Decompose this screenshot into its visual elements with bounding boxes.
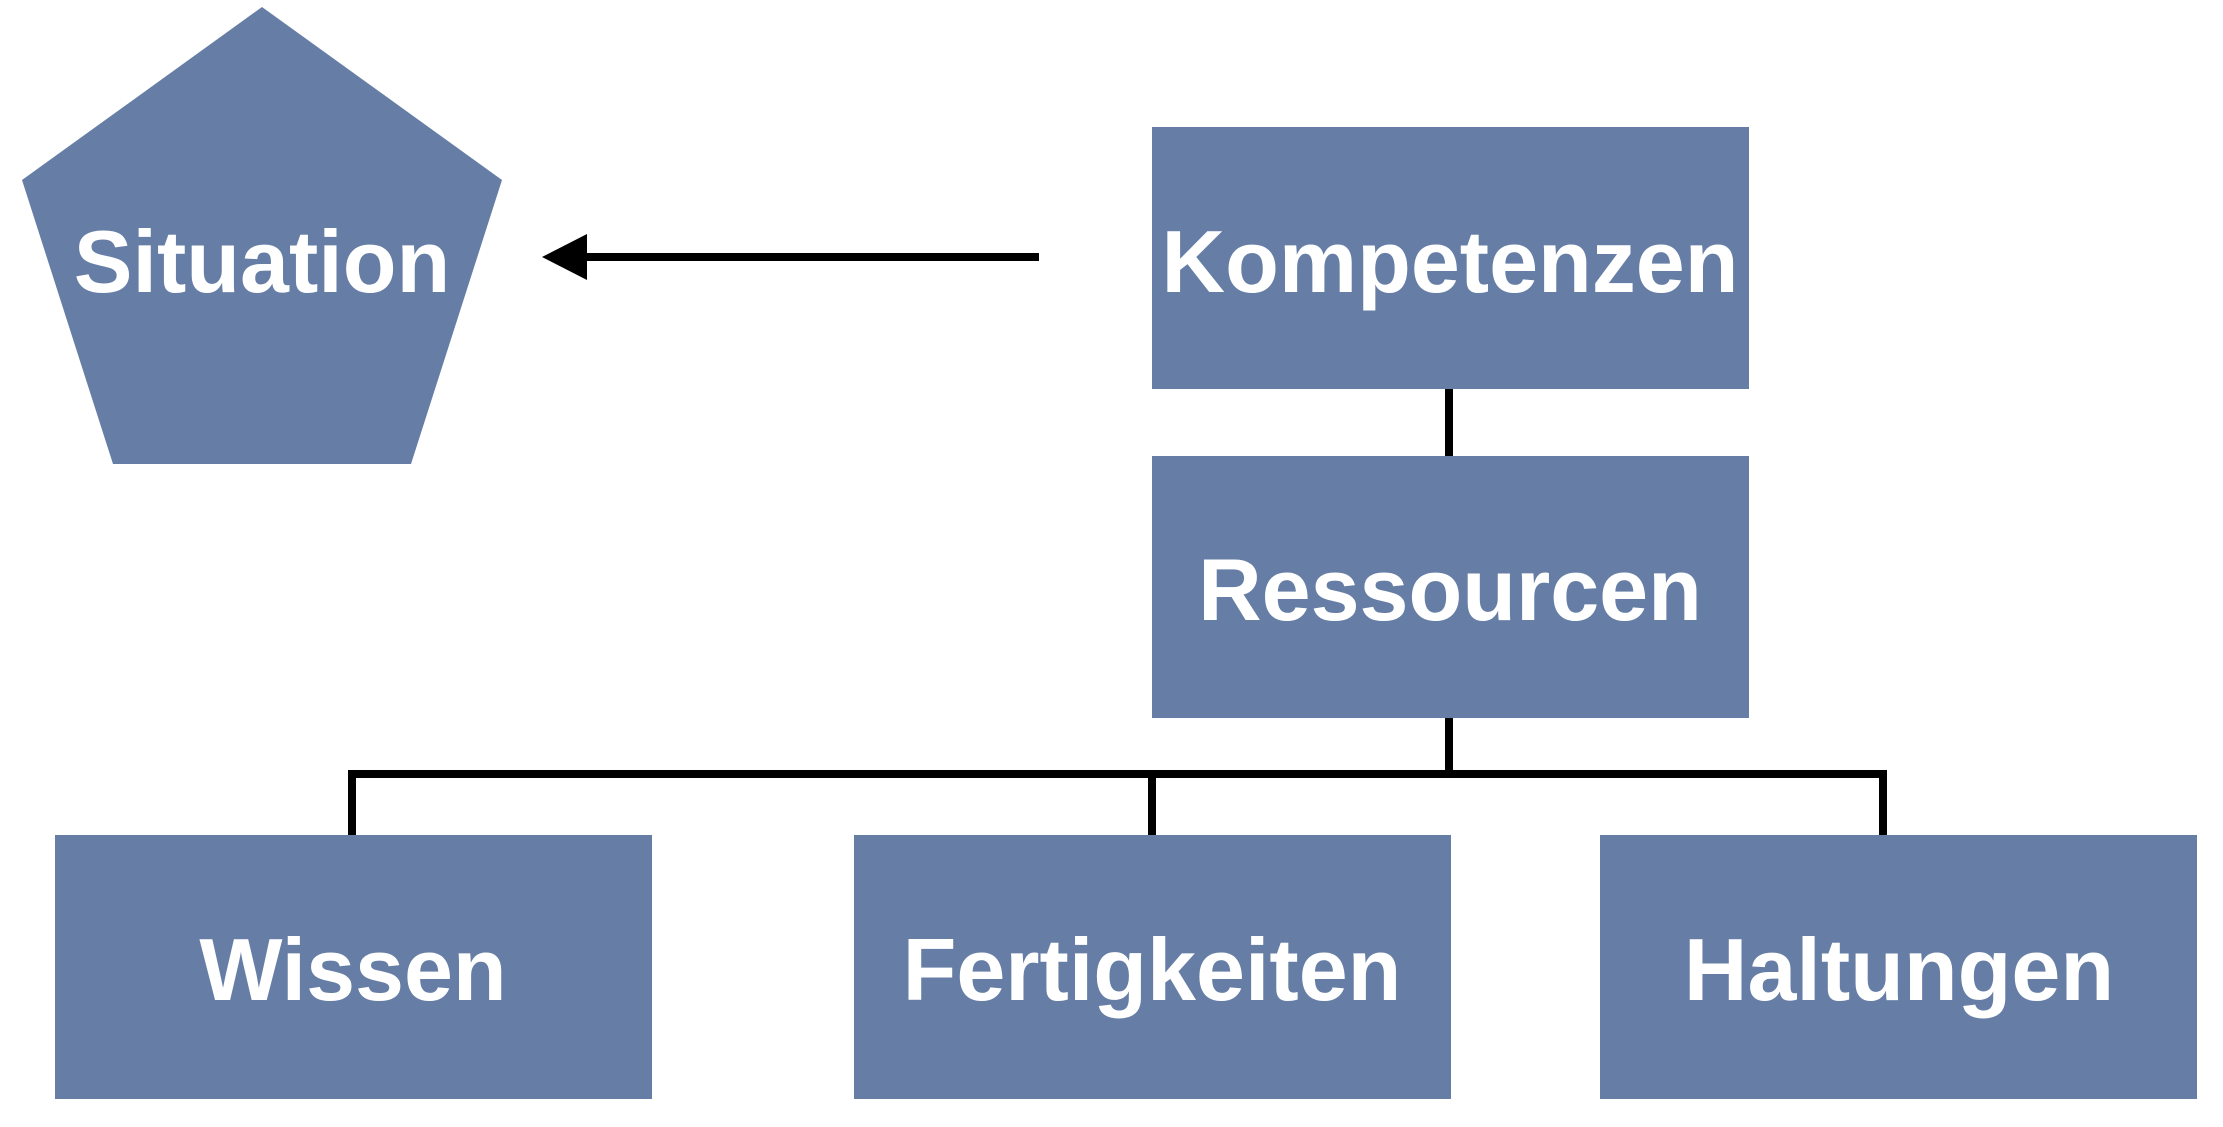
node-fertigkeiten: Fertigkeiten [854,835,1451,1099]
situation-pentagon-shape [22,7,502,464]
arrowhead-icon [542,234,587,280]
wissen-label: Wissen [199,920,506,1019]
connectors [348,253,1887,835]
kompetenzen-box [1152,127,1749,389]
node-situation: Situation [22,7,502,464]
node-wissen: Wissen [55,835,652,1099]
tree-connector-haltungen [1449,770,1887,835]
haltungen-label: Haltungen [1684,920,2114,1019]
node-kompetenzen: Kompetenzen [1152,127,1749,389]
fertigkeiten-label: Fertigkeiten [903,920,1402,1019]
ressourcen-box [1152,456,1749,718]
kompetenzen-label: Kompetenzen [1162,212,1739,311]
haltungen-box [1600,835,2197,1099]
tree-connector-ressourcen [348,718,1453,835]
ressourcen-label: Ressourcen [1198,540,1702,639]
fertigkeiten-box [854,835,1451,1099]
situation-label: Situation [74,212,450,311]
node-ressourcen: Ressourcen [1152,456,1749,718]
wissen-box [55,835,652,1099]
node-haltungen: Haltungen [1600,835,2197,1099]
